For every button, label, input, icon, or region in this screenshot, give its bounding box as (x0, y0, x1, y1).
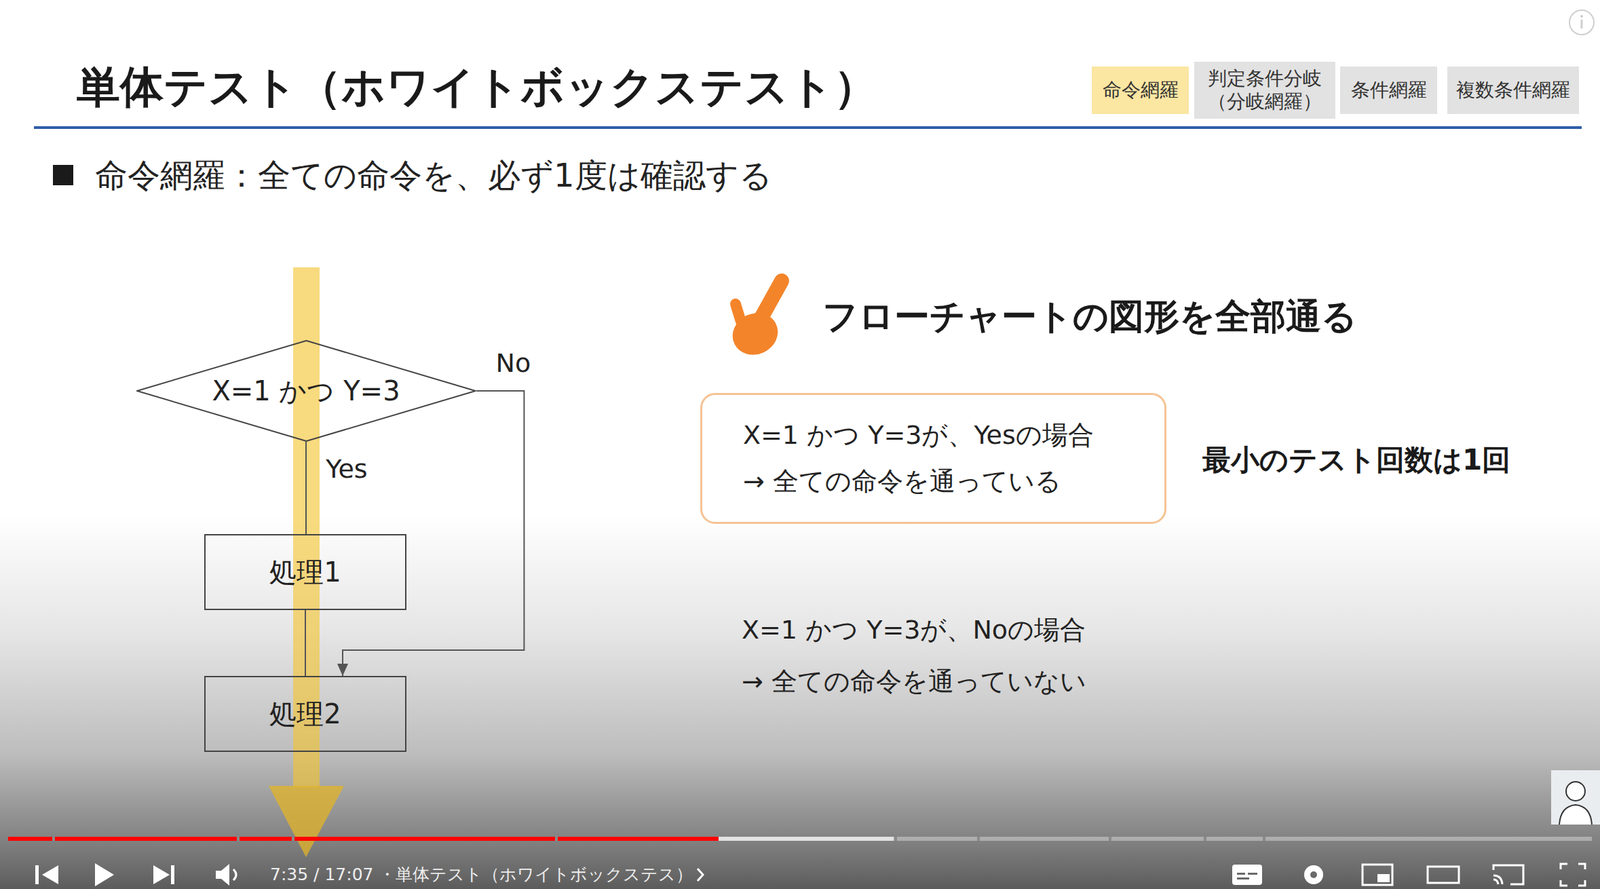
captions-line (1236, 872, 1246, 875)
process-box: 処理1 (204, 534, 407, 611)
hand-finger (761, 280, 782, 318)
summary-text: 最小のテスト回数は1回 (1202, 443, 1511, 478)
branch-label: Yes (325, 453, 368, 486)
flow-connector (337, 390, 524, 676)
avatar-frame (1551, 770, 1600, 825)
chapter-gap (555, 836, 558, 841)
connector-line (304, 610, 307, 676)
result-text: → 全ての命令を通っていない (741, 666, 1087, 698)
chapter-chevron (697, 868, 703, 881)
process-box: 処理2 (204, 675, 407, 752)
prev-icon-bar (35, 865, 39, 885)
node-text: → 全ての命令を通っている (743, 466, 1062, 498)
info-dot (1580, 14, 1584, 18)
avatar-body (1559, 804, 1592, 825)
miniplayer-inner (1377, 873, 1390, 883)
next-icon (153, 865, 170, 885)
coverage-tab-active: 命令網羅 (1091, 66, 1189, 114)
node-text: 処理2 (269, 697, 341, 731)
cast-waves (1493, 875, 1503, 885)
flow-connector (305, 610, 307, 676)
bullet-square (52, 164, 74, 186)
volume-wave (233, 869, 237, 881)
connector-line (305, 441, 307, 535)
theater-icon (1427, 866, 1459, 883)
callout-box: X=1 かつ Y=3が、Yesの場合 → 全ての命令を通っている (700, 392, 1167, 524)
player-time-title: 7:35 / 17:07 ・単体テスト（ホワイトボックステス） (270, 864, 693, 885)
headline-text: フローチャートの図形を全部通る (822, 295, 1358, 338)
hand-icon (726, 280, 786, 363)
chapter-gap (291, 836, 295, 841)
coverage-tab: 複数条件網羅 (1447, 66, 1579, 114)
case-text: X=1 かつ Y=3が、Noの場合 (741, 614, 1086, 646)
prev-icon (42, 865, 59, 885)
title-underline (33, 126, 1582, 129)
player-controls (35, 863, 1586, 887)
avatar-head (1566, 781, 1586, 801)
decision-diamond: X=1 かつ Y=3 (136, 339, 477, 442)
node-text: X=1 かつ Y=3 (211, 374, 400, 408)
miniplayer-icon (1362, 864, 1393, 885)
settings-gear (1304, 865, 1324, 885)
progress-played (8, 836, 719, 841)
info-stem (1581, 19, 1584, 29)
diamond-shape (137, 340, 476, 442)
chapter-gap (1203, 836, 1207, 841)
chapter-gap (236, 836, 240, 841)
node-text: 処理1 (269, 555, 341, 589)
progress-buffer (8, 836, 894, 841)
tab-text: 複数条件網羅 (1456, 78, 1571, 102)
arrow-head (337, 663, 349, 676)
cast-icon (1493, 865, 1524, 885)
settings-gear-hole (1310, 871, 1318, 879)
chapter-gap (52, 836, 55, 841)
info-icon (1569, 10, 1594, 35)
branch-label: No (496, 348, 532, 380)
node-text: X=1 かつ Y=3が、Yesの場合 (743, 420, 1094, 452)
slide-title: 単体テスト（ホワイトボックステスト） (76, 61, 878, 114)
bullet-text: 命令網羅：全ての命令を、必ず1度は確認する (94, 156, 773, 196)
chapter-gap (1262, 836, 1266, 841)
flow-connector (305, 441, 307, 535)
captions-icon (1232, 864, 1263, 885)
info-circle (1569, 10, 1594, 35)
tab-text: 命令網羅 (1102, 78, 1179, 102)
fullscreen-icon (1560, 863, 1586, 886)
hand-thumb (735, 303, 741, 322)
chapter-gap (1108, 836, 1112, 841)
captions-line (1247, 872, 1258, 875)
presenter-avatar (1551, 770, 1600, 825)
coverage-tab: 条件網羅 (1340, 66, 1438, 114)
next-icon-bar (170, 865, 175, 885)
highlight-arrowhead (268, 785, 345, 857)
progress-bar (8, 836, 1592, 841)
play-icon (94, 863, 114, 887)
tab-text: 判定条件分岐 （分岐網羅） (1202, 67, 1328, 113)
chapter-gap (977, 836, 980, 841)
volume-icon (215, 863, 230, 886)
tab-text: 条件網羅 (1350, 78, 1427, 102)
progress-track (8, 836, 1592, 841)
highlight-arrow (268, 267, 345, 857)
chapter-gap (894, 836, 898, 841)
connector-line (342, 390, 524, 676)
coverage-tab: 判定条件分岐 （分岐網羅） (1194, 61, 1336, 119)
captions-line (1236, 877, 1250, 880)
